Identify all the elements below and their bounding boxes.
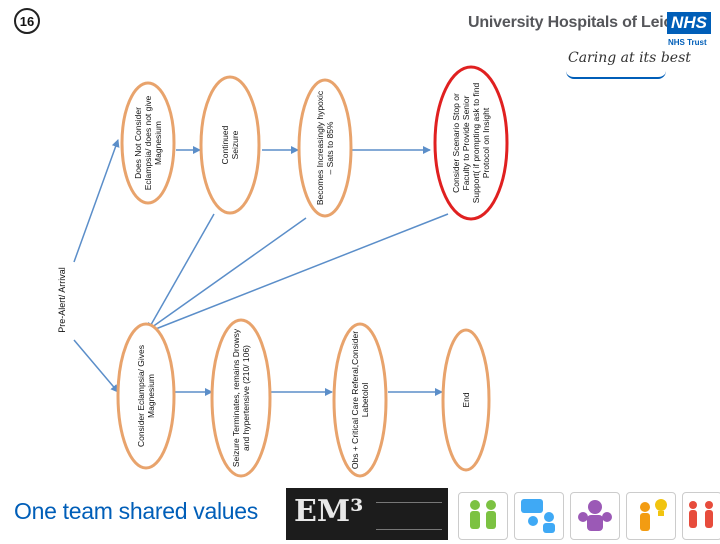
node-continued-seizure-label: Continued Seizure [220,125,240,165]
em3-blurb-icon [376,502,442,530]
node-becomes-hypoxic [297,78,353,218]
arrow-stop-back-to-consider [147,213,449,334]
node-obs-critical-care-label: Obs + Critical Care Referal,Consider Lab… [350,330,370,470]
tagline: Caring at its best [568,50,691,66]
speech-people-icon [514,492,564,540]
node-seizure-terminates-label: Seizure Terminates, remains Drowsy and h… [231,328,251,468]
node-obs-critical-care [332,322,388,478]
people-icon [458,492,508,540]
team-icon [682,492,720,540]
uhl-logo: University Hospitals of Leicester NHS NH… [468,10,720,70]
arrow-prealert-to-consider [73,339,119,393]
em3-mark: EM³ [294,494,364,529]
arrow-continued-back-to-consider [147,213,215,331]
node-seizure-terminates [210,318,272,478]
node-becomes-hypoxic-label: Becomes Increasingly hypoxic – Sats to 8… [315,90,335,206]
node-consider-stop [433,65,509,221]
node-does-not-consider [120,81,176,205]
footer-slogan: One team shared values [14,498,258,524]
node-does-not-consider-label: Does Not Consider Eclampsia/ does not gi… [133,95,163,191]
nhs-trust-label: NHS Trust [668,38,707,47]
idea-icon [626,492,676,540]
node-continued-seizure [199,75,261,215]
node-consider-eclampsia-label: Consider Eclampsia/ Gives Magnesium [136,344,156,448]
node-end [441,328,491,472]
organisation-name: University Hospitals of Leicester [468,14,710,31]
node-consider-stop-label: Consider Scenario Stop or Faculty to Pro… [451,82,491,204]
em3-logo: EM³ [286,488,448,540]
arrow-prealert-to-not-consider [73,139,120,263]
arrow-hypoxic-back-to-consider [147,217,307,331]
slide-number: 16 [14,8,40,34]
node-consider-eclampsia [116,322,176,470]
pre-alert-arrival-label: Pre-Alert/ Arrival [57,267,67,333]
node-end-label: End [461,392,471,408]
group-icon [570,492,620,540]
tagline-swoosh-icon [566,71,666,79]
nhs-badge: NHS [667,12,711,34]
